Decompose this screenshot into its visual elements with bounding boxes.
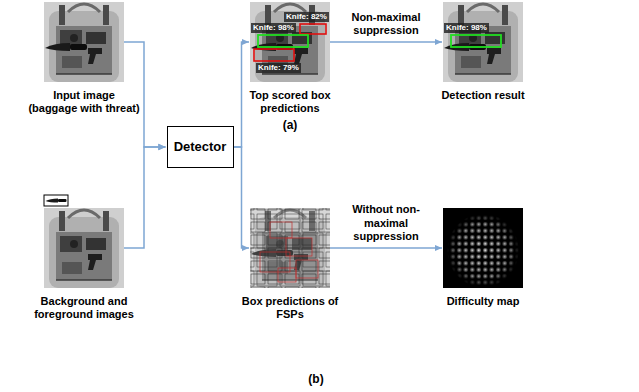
difficulty-image — [443, 208, 523, 288]
image-caption: Input image (baggage with threat) — [28, 89, 141, 115]
bag-image — [250, 208, 330, 288]
score-tag-holder: Knife: 79% — [256, 63, 301, 73]
image-caption: Top scored box predictions — [234, 89, 347, 115]
red-box — [254, 49, 294, 61]
edge-label-holder: Non-maximal suppression — [338, 11, 434, 37]
image-panel: Knife: 82%Knife: 98%Knife: 79%Top scored… — [250, 2, 330, 82]
image-caption: Box predictions of FSPs — [234, 295, 347, 321]
red-box — [270, 222, 292, 238]
image-caption: Background and foreground images — [28, 295, 141, 321]
edge-label: Non-maximal suppression — [338, 11, 434, 37]
image-caption: Detection result — [427, 89, 540, 102]
image-caption: Difficulty map — [427, 295, 540, 308]
green-box — [451, 35, 501, 47]
wash — [250, 208, 330, 288]
image-panel: Input image (baggage with threat) — [44, 2, 124, 82]
bag-image — [44, 208, 124, 288]
image-panel: Box predictions of FSPs — [250, 208, 330, 288]
score-tag-holder: Knife: 82% — [284, 12, 329, 22]
image-panel: Knife: 98%Detection result — [443, 2, 523, 82]
flow-arrow — [330, 247, 442, 249]
map-ground — [443, 208, 523, 288]
knife-image — [45, 43, 87, 51]
box-grid — [250, 208, 330, 288]
box-label: Detector — [174, 139, 227, 155]
flow-arrow — [330, 41, 442, 43]
panel-label: (b) — [296, 372, 336, 386]
edge-label-holder: Without non-maximal suppression — [338, 203, 434, 243]
knife-image — [46, 199, 67, 203]
bag-image — [250, 2, 330, 82]
caption-holder: Background and foreground images — [28, 295, 141, 321]
red-box — [300, 24, 326, 34]
image-panel: Background and foreground images — [44, 208, 124, 288]
panel-label-holder: (b) — [296, 372, 336, 386]
score-label: Knife: 82% — [284, 12, 329, 22]
caption-holder: Top scored box predictions — [234, 89, 347, 115]
image-panel: Difficulty map — [443, 208, 523, 288]
result-xray — [443, 2, 523, 82]
caption-holder: Difficulty map — [427, 295, 540, 308]
foreground-thumbnail — [44, 195, 68, 206]
caption-holder: Box predictions of FSPs — [234, 295, 347, 321]
score-tag-holder: Knife: 98% — [444, 23, 489, 33]
caption-holder: Input image (baggage with threat) — [28, 89, 141, 115]
bag-image — [44, 2, 124, 82]
flow-arrow — [124, 147, 166, 248]
panel-label-holder: (a) — [270, 118, 310, 132]
map-dots — [443, 208, 523, 288]
score-label: Knife: 98% — [251, 23, 296, 33]
caption-holder: Detection result — [427, 89, 540, 102]
input-xray — [44, 2, 124, 82]
score-tag-holder: Knife: 98% — [251, 23, 296, 33]
red-box — [296, 260, 318, 278]
prediction-xray — [250, 2, 330, 82]
fsp-xray — [250, 208, 330, 288]
score-label: Knife: 98% — [444, 23, 489, 33]
flow-arrow — [234, 42, 250, 147]
flow-arrow — [234, 147, 250, 248]
box-grid — [250, 208, 330, 288]
background-xray — [44, 208, 124, 288]
box-text-holder: Detector — [174, 139, 227, 155]
process-box: Detector — [167, 126, 234, 168]
bag-image — [443, 2, 523, 82]
score-label: Knife: 79% — [256, 63, 301, 73]
green-box — [258, 35, 308, 47]
edge-label: Without non-maximal suppression — [338, 203, 434, 243]
red-box — [260, 252, 290, 272]
flow-arrow — [124, 42, 166, 147]
panel-label: (a) — [270, 118, 310, 132]
red-box — [278, 268, 296, 282]
